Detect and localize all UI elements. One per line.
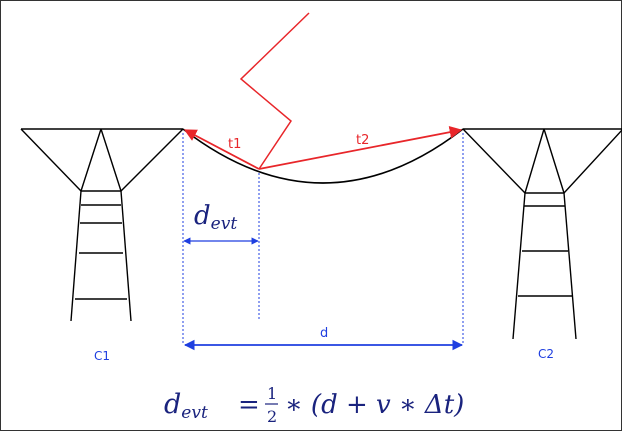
label-t2: t2 xyxy=(356,133,369,148)
formula: devt = 1 2 ∗ (d + v ∗ Δt) xyxy=(164,384,464,426)
conductor-line xyxy=(182,128,464,184)
formula-lhs-sub: evt xyxy=(181,403,208,423)
wave-arrow-t1 xyxy=(183,129,260,170)
label-c2: C2 xyxy=(538,347,554,361)
label-d-evt: devt xyxy=(194,201,237,234)
label-t1: t1 xyxy=(228,137,241,152)
lightning-bolt xyxy=(239,12,310,170)
formula-lhs: d xyxy=(164,389,181,420)
formula-frac-den: 2 xyxy=(267,407,277,426)
wave-arrow-t2 xyxy=(258,125,463,170)
label-d: d xyxy=(320,326,328,341)
formula-frac-num: 1 xyxy=(267,384,277,403)
reference-lines xyxy=(182,133,464,345)
svg-text:devt: devt xyxy=(164,389,208,423)
tower-c1 xyxy=(20,128,184,322)
tower-c2 xyxy=(462,128,622,340)
formula-equals: = xyxy=(238,390,260,420)
label-c1: C1 xyxy=(94,349,110,363)
formula-rest: ∗ (d + v ∗ Δt) xyxy=(285,390,464,420)
